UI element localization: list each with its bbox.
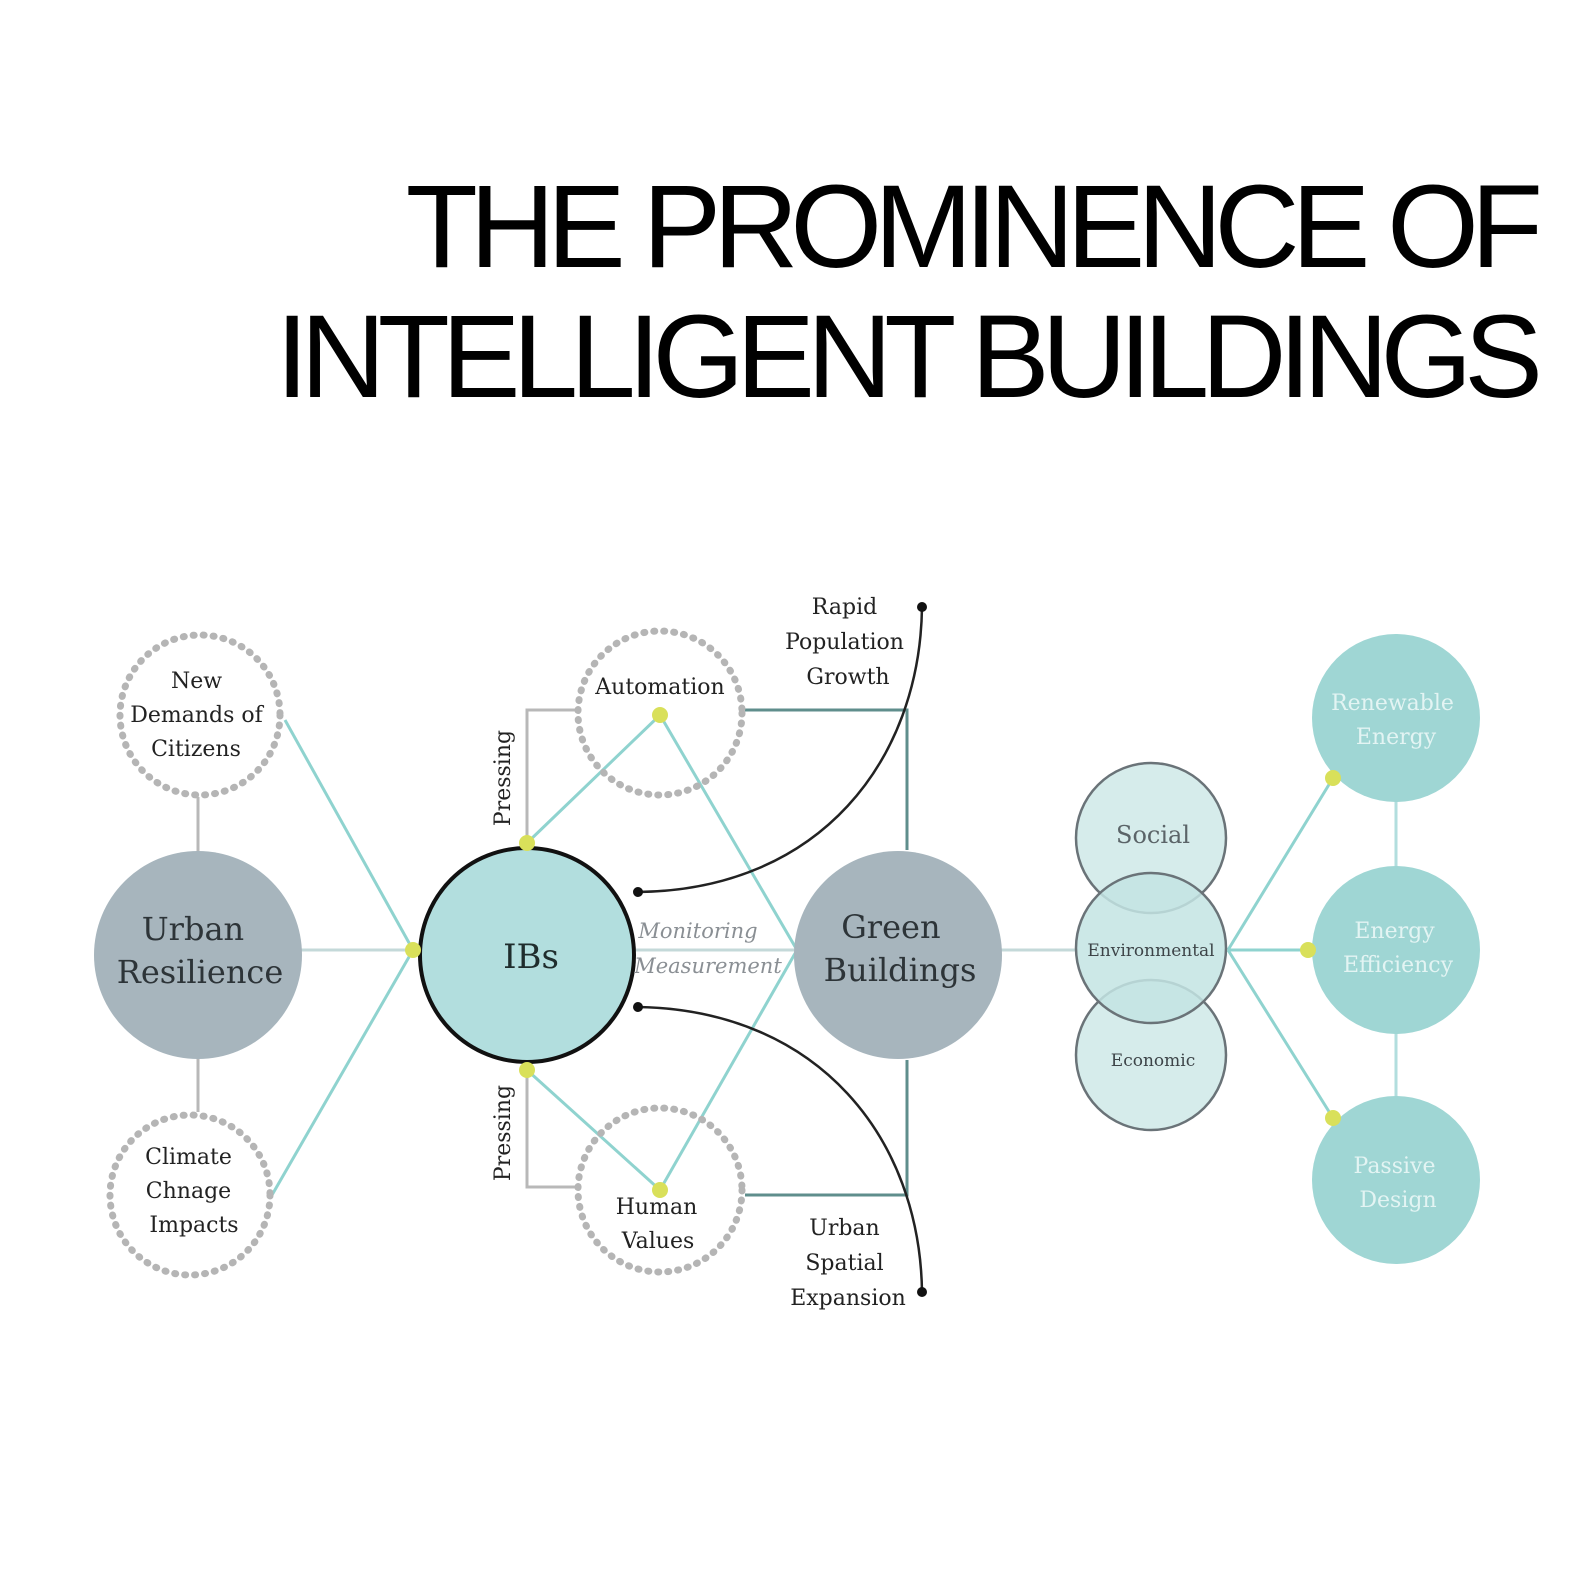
node-urban-resilience	[94, 851, 302, 1059]
label-climate-change: Climate Chnage Impacts	[145, 1145, 239, 1238]
link-automation-green-top	[745, 708, 909, 850]
title-line-1: THE PROMINENCE OF	[405, 161, 1543, 293]
node-passive-design	[1312, 1096, 1480, 1264]
label-pressing-top: Pressing	[491, 730, 516, 826]
label-monitoring: Monitoring	[637, 919, 757, 943]
link-env-passive	[1226, 949, 1335, 1119]
label-green-buildings: Green Buildings	[824, 908, 977, 989]
node-ring-automation	[574, 627, 746, 799]
label-social: Social	[1116, 821, 1190, 849]
node-ring-new-demands	[116, 631, 284, 799]
label-renewable-energy: Renewable Energy	[1331, 691, 1461, 750]
label-ibs: IBs	[503, 937, 559, 977]
arc-rapid-population	[637, 606, 924, 894]
label-measurement: Measurement	[633, 954, 782, 978]
pillars	[1074, 761, 1228, 1132]
node-energy-efficiency	[1312, 866, 1480, 1034]
link-human-green-bottom	[745, 1060, 909, 1197]
label-new-demands: New Demands of Citizens	[130, 669, 270, 762]
label-energy-efficiency: Energy Efficiency	[1343, 919, 1454, 978]
junction-dots	[405, 707, 1341, 1198]
link-ibs-automation	[525, 713, 662, 845]
dotted-nodes	[106, 627, 746, 1279]
node-renewable-energy	[1312, 634, 1480, 802]
arc-end-dot	[917, 1287, 927, 1297]
connectors	[196, 602, 1398, 1297]
link-human-green	[658, 949, 799, 1191]
junction-dot	[1325, 1110, 1341, 1126]
arc-end-dot	[633, 887, 643, 897]
node-environmental	[1074, 871, 1228, 1025]
title-line-2: INTELLIGENT BUILDINGS	[275, 291, 1543, 423]
label-urban-spatial: Urban Spatial Expansion	[790, 1216, 906, 1311]
pressing-bracket-bottom	[525, 1070, 578, 1189]
link-ibs-human	[525, 1068, 662, 1192]
arc-urban-spatial	[637, 1005, 924, 1293]
junction-dot	[652, 707, 668, 723]
arc-end-dot	[633, 1002, 643, 1012]
page-title: THE PROMINENCE OF INTELLIGENT BUILDINGS	[135, 161, 1543, 423]
node-green-buildings	[794, 851, 1002, 1059]
junction-dot	[519, 1062, 535, 1078]
junction-dot	[652, 1182, 668, 1198]
label-pressing-bottom: Pressing	[491, 1085, 516, 1181]
junction-dot	[1300, 942, 1316, 958]
link-automation-green	[658, 714, 799, 951]
node-ring-climate	[106, 1111, 274, 1279]
junction-dot	[405, 942, 421, 958]
node-ring-human	[574, 1104, 746, 1276]
label-passive-design: Passive Design	[1354, 1154, 1443, 1213]
junction-dot	[519, 835, 535, 851]
link-env-renewable	[1226, 777, 1335, 951]
arc-end-dot	[917, 602, 927, 612]
label-urban-resilience: Urban Resilience	[117, 910, 284, 991]
link-climate-ibs	[270, 949, 415, 1196]
pressing-bracket-top	[525, 708, 578, 843]
label-human-values: Human Values	[616, 1195, 705, 1254]
junction-dot	[1325, 770, 1341, 786]
label-economic: Economic	[1111, 1051, 1195, 1071]
label-environmental: Environmental	[1087, 941, 1214, 961]
label-automation: Automation	[594, 675, 724, 700]
link-new-demands-ibs	[283, 719, 415, 951]
label-rapid-population: Rapid Population Growth	[785, 595, 911, 690]
